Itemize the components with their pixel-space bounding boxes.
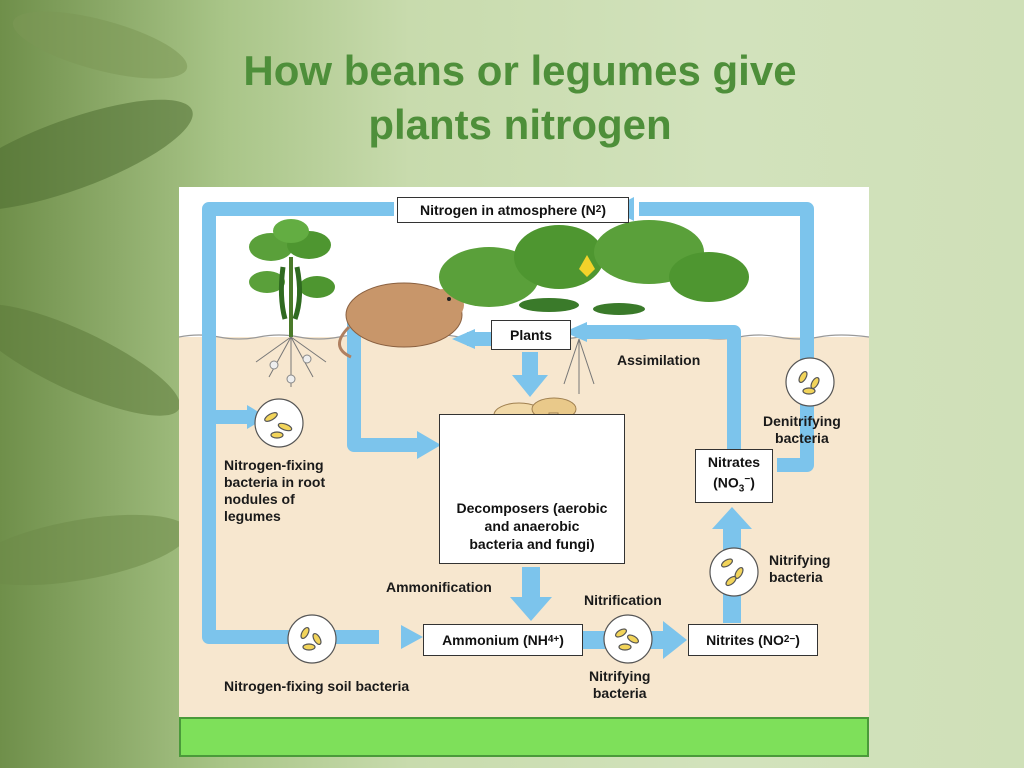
arrowhead — [401, 625, 423, 649]
arrowhead — [510, 597, 552, 621]
nitrates-subscript: 3 — [738, 483, 745, 495]
caption-bar — [179, 717, 869, 757]
plants-box: Plants — [491, 320, 571, 350]
arrow-animal-to-decomposers — [347, 322, 419, 452]
bacteria-circle-nitrifying-right — [709, 547, 759, 597]
ammonium-subscript: 4 — [547, 634, 554, 645]
nfix-root-line-2: bacteria in root — [224, 474, 326, 490]
decomposers-line-2: and anaerobic — [484, 518, 580, 534]
nitrates-formula: (NO3−) — [713, 471, 755, 498]
decomposers-label: Decomposers (aerobic and anaerobic bacte… — [440, 499, 624, 553]
nitrates-close: ) — [750, 474, 755, 491]
arrowhead — [417, 431, 441, 459]
atmosphere-label: Nitrogen in atmosphere (N — [419, 202, 596, 218]
bacteria-circle-soil — [287, 614, 337, 664]
nitrites-subscript: 2 — [783, 634, 790, 645]
nitrates-label: Nitrates — [707, 454, 761, 471]
decomposers-line-3: bacteria and fungi) — [469, 536, 595, 552]
nitrogen-fixing-root-label: Nitrogen-fixing bacteria in root nodules… — [224, 457, 325, 525]
arrow-denitrification — [639, 202, 814, 472]
assimilation-label: Assimilation — [617, 352, 701, 368]
nitrifying-right-line-1: Nitrifying — [769, 552, 831, 568]
decomposers-box: Decomposers (aerobic and anaerobic bacte… — [439, 414, 625, 564]
slide-title-line-2: plants nitrogen — [368, 101, 672, 148]
arrowhead — [712, 507, 752, 529]
nitrites-close: ) — [795, 632, 800, 648]
bacteria-circle-root — [254, 398, 304, 448]
arrowhead — [564, 322, 587, 342]
squash-plant-illustration — [439, 220, 749, 394]
ammonification-label: Ammonification — [386, 579, 492, 595]
nitrates-formula-text: (NO — [713, 474, 739, 491]
nitrifying-bacteria-bottom-label: Nitrifying bacteria — [589, 668, 650, 702]
nitrification-label: Nitrification — [584, 592, 662, 608]
bean-plant-illustration — [249, 219, 335, 387]
decomposers-line-1: Decomposers (aerobic — [456, 500, 608, 516]
nitrifying-right-line-2: bacteria — [769, 569, 823, 585]
background-leaf — [6, 0, 194, 93]
denitrifying-line-1: Denitrifying — [763, 413, 841, 429]
arrowhead — [452, 329, 475, 349]
nitrifying-bottom-line-2: bacteria — [592, 685, 647, 701]
bacteria-circle-nitrifying-bottom — [603, 614, 653, 664]
nitrites-superscript: − — [789, 634, 796, 645]
slide-title-line-1: How beans or legumes give — [243, 47, 797, 94]
nitrates-box: Nitrates (NO3−) — [695, 449, 773, 503]
bacteria-circle-denitrifying — [785, 357, 835, 407]
ammonium-superscript: + — [553, 634, 560, 645]
arrowhead — [663, 621, 687, 659]
nitrifying-bottom-line-1: Nitrifying — [589, 668, 651, 684]
denitrifying-bacteria-label: Denitrifying bacteria — [763, 413, 841, 447]
atmosphere-close: ) — [601, 202, 607, 218]
arrowhead — [512, 375, 548, 397]
background-leaf — [0, 501, 194, 599]
arrow-plants-decomposers — [522, 352, 538, 377]
arrow-assimilation — [587, 325, 741, 449]
plants-label: Plants — [509, 327, 552, 343]
nfix-root-line-4: legumes — [224, 508, 281, 524]
nfix-root-line-3: nodules of — [224, 491, 295, 507]
denitrifying-line-2: bacteria — [775, 430, 829, 446]
nitrites-text: Nitrites (NO — [706, 632, 784, 648]
ammonium-text: Ammonium (NH — [442, 632, 548, 648]
arrow-ammonification — [522, 567, 540, 599]
atmosphere-subscript: 2 — [595, 204, 602, 215]
nitrogen-fixing-soil-label: Nitrogen-fixing soil bacteria — [224, 678, 410, 694]
nfix-root-line-1: Nitrogen-fixing — [224, 457, 324, 473]
slide-title: How beans or legumes give plants nitroge… — [170, 44, 870, 152]
ammonium-close: ) — [559, 632, 564, 648]
background-leaf — [0, 284, 192, 436]
nitrifying-bacteria-right-label: Nitrifying bacteria — [769, 552, 830, 586]
nitrates-superscript: − — [744, 474, 751, 486]
